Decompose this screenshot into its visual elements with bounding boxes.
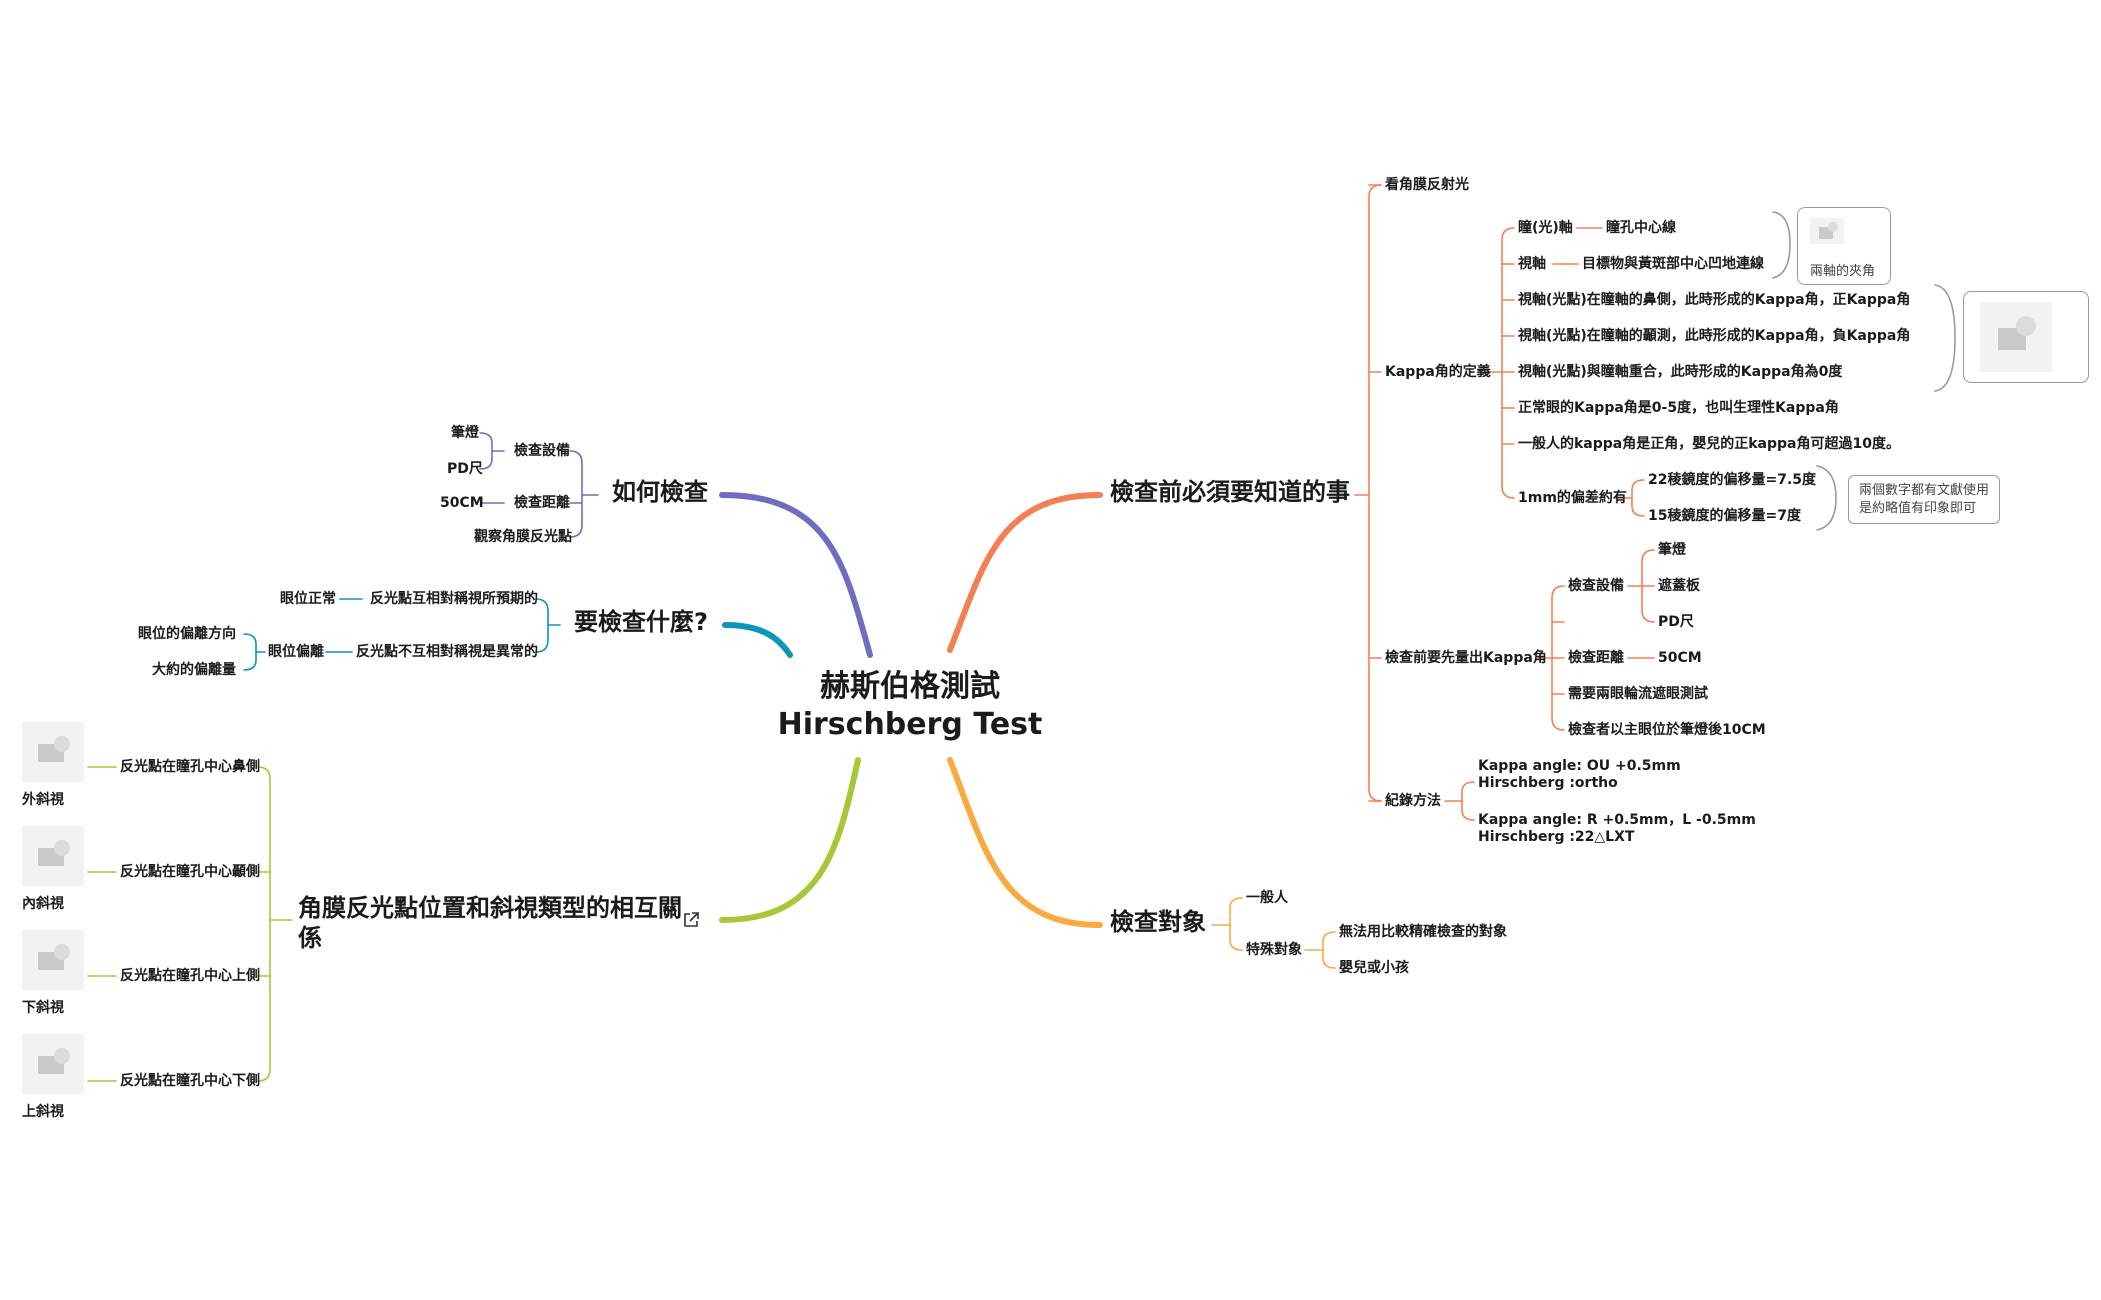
node-1mm-b[interactable]: 15稜鏡度的偏移量=7度: [1648, 508, 1801, 524]
node-relation-inferior[interactable]: 反光點在瞳孔中心下側: [120, 1073, 260, 1089]
node-how-observe[interactable]: 觀察角膜反光點: [474, 529, 572, 545]
1mm-note-line2: 是約略值有印象即可: [1859, 500, 1977, 516]
node-look[interactable]: 看角膜反射光: [1385, 177, 1469, 193]
branch-know: [947, 492, 1103, 653]
angle-note-box[interactable]: 兩軸的夾角: [1797, 207, 1891, 285]
node-measure-equip[interactable]: 檢查設備: [1568, 578, 1624, 594]
node-what-asymmetric[interactable]: 反光點不互相對稱視是異常的: [356, 644, 538, 660]
central-topic-title-zh: 赫斯伯格測試: [820, 669, 1000, 704]
node-equip-pd-ruler[interactable]: PD尺: [1658, 614, 1694, 630]
central-topic[interactable]: 赫斯伯格測試 Hirschberg Test: [770, 668, 1050, 743]
image-placeholder-icon: [22, 826, 84, 886]
node-1mm[interactable]: 1mm的偏差約有: [1518, 490, 1627, 506]
record-1-kappa: Kappa angle: OU +0.5mm: [1478, 758, 1681, 774]
node-record-example-1[interactable]: Kappa angle: OU +0.5mm Hirschberg :ortho: [1478, 758, 1681, 792]
node-what-symmetric[interactable]: 反光點互相對稱視所預期的: [370, 591, 538, 607]
node-pupil-axis[interactable]: 瞳(光)軸: [1518, 220, 1573, 236]
1mm-note-box[interactable]: 兩個數字都有文獻使用 是約略值有印象即可: [1848, 475, 2001, 525]
node-how-equip[interactable]: 檢查設備: [514, 443, 570, 459]
node-visual-axis-desc[interactable]: 目標物與黃斑部中心凹地連線: [1582, 256, 1764, 272]
node-special-2[interactable]: 嬰兒或小孩: [1339, 960, 1409, 976]
node-alternate-cover[interactable]: 需要兩眼輪流遮眼測試: [1568, 686, 1708, 702]
angle-note-text: 兩軸的夾角: [1810, 264, 1876, 279]
image-placeholder-icon: [1980, 302, 2052, 372]
image-placeholder-icon: [22, 1034, 84, 1094]
label-hypertropia: 上斜視: [22, 1104, 64, 1120]
node-what-direction[interactable]: 眼位的偏離方向: [138, 626, 236, 642]
1mm-note-line1: 兩個數字都有文獻使用: [1859, 483, 1990, 498]
node-measure-kappa[interactable]: 檢查前要先量出Kappa角: [1385, 650, 1547, 666]
node-special-1[interactable]: 無法用比較精確檢查的對象: [1339, 924, 1507, 940]
branch-relation: [719, 757, 861, 923]
node-what-deviation[interactable]: 眼位偏離: [268, 644, 324, 660]
topic-what[interactable]: 要檢查什麼?: [574, 608, 708, 636]
branch-subject: [947, 757, 1103, 928]
node-special-subjects[interactable]: 特殊對象: [1246, 942, 1302, 958]
node-kappa-def[interactable]: Kappa角的定義: [1385, 364, 1491, 380]
image-placeholder-icon: [22, 722, 84, 782]
node-how-dist-val[interactable]: 50CM: [440, 495, 484, 511]
node-relation-superior[interactable]: 反光點在瞳孔中心上側: [120, 968, 260, 984]
record-2-kappa: Kappa angle: R +0.5mm，L -0.5mm: [1478, 812, 1756, 828]
node-pupil-axis-desc[interactable]: 瞳孔中心線: [1606, 220, 1676, 236]
node-examiner-position[interactable]: 檢查者以主眼位於筆燈後10CM: [1568, 722, 1766, 738]
image-placeholder-icon: [1810, 218, 1844, 244]
node-record-method[interactable]: 紀錄方法: [1385, 793, 1441, 809]
topic-know[interactable]: 檢查前必須要知道的事: [1110, 478, 1350, 506]
node-measure-dist[interactable]: 檢查距離: [1568, 650, 1624, 666]
record-2-hirschberg: Hirschberg :22△LXT: [1478, 828, 1635, 845]
node-what-amount[interactable]: 大約的偏離量: [152, 662, 236, 678]
node-equip-occluder[interactable]: 遮蓋板: [1658, 578, 1700, 594]
topic-relation-line2: 係: [298, 924, 322, 952]
central-topic-title-en: Hirschberg Test: [777, 706, 1043, 742]
node-how-pd-ruler[interactable]: PD尺: [447, 461, 483, 477]
node-relation-nasal[interactable]: 反光點在瞳孔中心鼻側: [120, 759, 260, 775]
image-placeholder-icon: [22, 930, 84, 990]
node-k2[interactable]: 視軸(光點)在瞳軸的顳測，此時形成的Kappa角，負Kappa角: [1518, 328, 1911, 344]
node-measure-dist-val[interactable]: 50CM: [1658, 650, 1702, 666]
node-relation-temporal[interactable]: 反光點在瞳孔中心顳側: [120, 864, 260, 880]
record-1-hirschberg: Hirschberg :ortho: [1478, 774, 1618, 791]
node-k4[interactable]: 正常眼的Kappa角是0-5度，也叫生理性Kappa角: [1518, 400, 1839, 416]
node-k3[interactable]: 視軸(光點)與瞳軸重合，此時形成的Kappa角為0度: [1518, 364, 1843, 380]
node-visual-axis[interactable]: 視軸: [1518, 256, 1546, 272]
node-general-people[interactable]: 一般人: [1246, 890, 1288, 906]
branch-how: [719, 492, 873, 658]
node-how-penlight[interactable]: 筆燈: [451, 425, 479, 441]
label-exotropia: 外斜視: [22, 792, 64, 808]
label-hypotropia: 下斜視: [22, 1000, 64, 1016]
external-link-icon[interactable]: [682, 911, 700, 933]
node-equip-penlight[interactable]: 筆燈: [1658, 542, 1686, 558]
node-record-example-2[interactable]: Kappa angle: R +0.5mm，L -0.5mm Hirschber…: [1478, 812, 1756, 846]
node-k1[interactable]: 視軸(光點)在瞳軸的鼻側，此時形成的Kappa角，正Kappa角: [1518, 292, 1911, 308]
topic-relation-line1: 角膜反光點位置和斜視類型的相互關: [298, 894, 682, 922]
topic-how[interactable]: 如何檢查: [612, 478, 708, 506]
branch-what: [722, 622, 793, 658]
node-what-normal[interactable]: 眼位正常: [280, 591, 336, 607]
topic-relation[interactable]: 角膜反光點位置和斜視類型的相互關 係: [298, 893, 682, 953]
topic-subject[interactable]: 檢查對象: [1110, 908, 1206, 936]
node-how-dist[interactable]: 檢查距離: [514, 495, 570, 511]
kappa-image-box[interactable]: [1963, 291, 2089, 383]
node-1mm-a[interactable]: 22稜鏡度的偏移量=7.5度: [1648, 472, 1817, 488]
node-k5[interactable]: 一般人的kappa角是正角，嬰兒的正kappa角可超過10度。: [1518, 436, 1900, 452]
label-esotropia: 內斜視: [22, 896, 64, 912]
